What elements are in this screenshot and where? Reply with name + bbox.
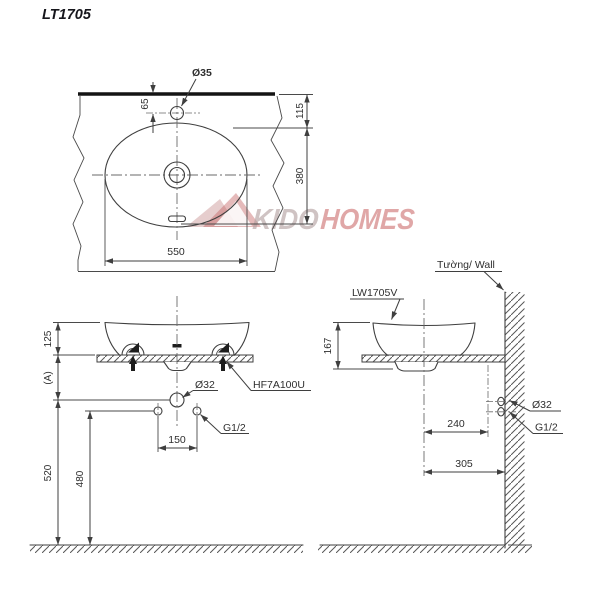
counter-break-line-right [270, 95, 285, 272]
callout-bracket: HF7A100U [226, 361, 311, 391]
dim-supply-height-480: 480 [75, 410, 154, 545]
watermark: KIDO HOMES [186, 193, 416, 236]
drain-recess-front [163, 361, 192, 372]
dim-A-label: (A) [43, 371, 54, 384]
overflow-mark [172, 344, 182, 348]
dim-167-label: 167 [323, 337, 334, 354]
faucet-diameter-label: Ø35 [192, 67, 212, 79]
faucet-diameter-leader [181, 78, 197, 107]
supply-label-front: G1/2 [223, 422, 246, 434]
dim-65-label: 65 [140, 98, 151, 110]
callout-drain-side: Ø32 [509, 399, 561, 412]
dim-counter-to-drain-A: (A) [43, 355, 61, 400]
supply-leader-side [509, 411, 534, 434]
callout-supply-front: G1/2 [200, 414, 249, 434]
dim-380-label: 380 [295, 167, 306, 184]
watermark-text-red: HOMES [319, 204, 416, 236]
dim-basin-height-167: 167 [323, 322, 393, 370]
watermark-text-gray: KIDO [251, 204, 320, 236]
bracket-arc [121, 343, 145, 356]
bracket-arc [211, 343, 235, 356]
wall-hatch [505, 292, 525, 548]
dim-240-label: 240 [447, 418, 465, 430]
dim-drain-height-520: 520 [43, 400, 61, 545]
callout-supply-side: G1/2 [509, 411, 563, 434]
supply-leader-front [200, 414, 222, 434]
dim-480-label: 480 [75, 470, 86, 487]
dim-faucet-offset-65: 65 [140, 82, 156, 133]
faucet-hole [169, 105, 185, 121]
front-view: 125 (A) Ø32 HF7A100U G1/2 [29, 296, 311, 553]
dim-center-to-supply-240: 240 [424, 418, 488, 435]
drain-label-side: Ø32 [532, 399, 552, 411]
counter-section [96, 354, 254, 363]
drain-leader-side [509, 400, 531, 412]
dim-550-label: 550 [167, 246, 185, 258]
dim-305-label: 305 [455, 458, 473, 470]
supply-label-side: G1/2 [535, 422, 558, 434]
drain-leader-front [182, 390, 194, 398]
bracket-bolt-head [219, 355, 227, 364]
bracket-bolt-shaft [221, 363, 225, 371]
basin-side-left [372, 322, 389, 357]
callout-faucet-diameter: Ø35 [181, 67, 212, 107]
drain-label-front: Ø32 [195, 379, 215, 391]
floor-hatch-front [30, 545, 303, 553]
drain-hole-outer [163, 161, 191, 189]
overflow-slot [167, 215, 187, 223]
watermark-logo-peak-inner [214, 201, 252, 226]
callout-model: LW1705V [350, 287, 404, 320]
bracket-bolt-head [129, 355, 137, 364]
bracket-leader [226, 361, 252, 391]
mounting-bracket-left [121, 342, 145, 371]
dim-125-label: 125 [43, 330, 54, 347]
drain-outlet-front [169, 392, 185, 408]
counter-break-line-left [72, 96, 85, 271]
dim-rim-offset-115: 115 [233, 94, 313, 129]
dim-150-label: 150 [168, 434, 186, 446]
drain-hole-inner [168, 166, 186, 184]
bracket-clip [218, 342, 229, 353]
dim-center-to-wall-305: 305 [424, 458, 505, 475]
dim-520-label: 520 [43, 464, 54, 481]
basin-front-right-side [233, 321, 250, 357]
basin-front-left-side [104, 321, 121, 357]
counter-section-side [361, 354, 506, 363]
floor-hatch-side [318, 545, 532, 553]
wall-leader [483, 271, 504, 291]
model-label: LW1705V [352, 287, 397, 299]
callout-drain-front: Ø32 [182, 379, 218, 398]
mounting-bracket-right [211, 342, 235, 371]
model-leader [391, 298, 401, 320]
drain-recess-side [394, 361, 439, 372]
side-view: Tường/ Wall LW1705V 167 Ø32 [318, 259, 563, 553]
page-title: LT1705 [42, 7, 92, 23]
dim-height-125: 125 [43, 322, 100, 356]
dim-supply-spacing-150: 150 [157, 416, 198, 452]
bracket-clip [128, 342, 139, 353]
wall-label: Tường/ Wall [437, 259, 495, 271]
top-view: Ø35 65 115 380 550 [72, 67, 313, 272]
dim-width-550: 550 [104, 179, 248, 266]
callout-wall: Tường/ Wall [435, 259, 504, 291]
bracket-bolt-shaft [131, 363, 135, 371]
dim-115-label: 115 [295, 103, 306, 119]
basin-side-right [459, 322, 476, 357]
bracket-label: HF7A100U [253, 379, 305, 391]
